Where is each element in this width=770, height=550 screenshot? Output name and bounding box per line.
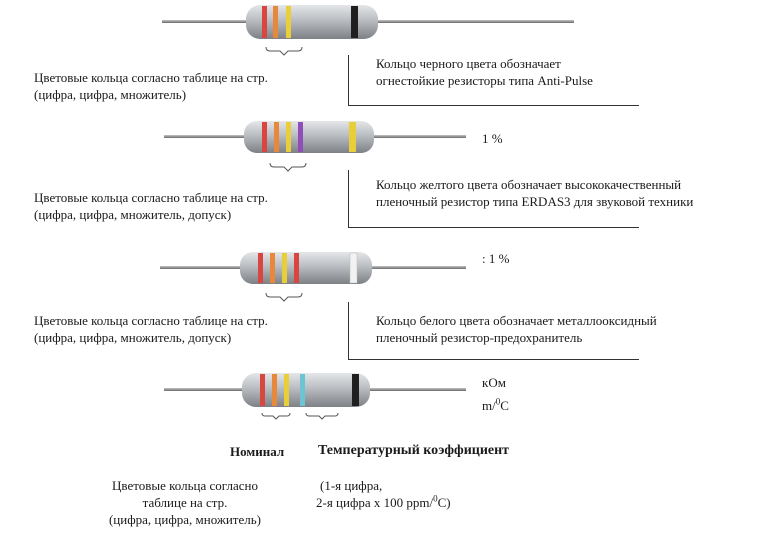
resistor-1 [162,5,574,56]
heading-temp-coefficient: Температурный коэффициент [318,443,510,458]
band-yellow [286,122,291,152]
section1-left-line1: Цветовые кольца согласно таблице на стр. [34,70,268,85]
resistor-2 [164,121,466,172]
band-orange [274,122,279,152]
bottom-left-line2: таблице на стр. [142,495,228,510]
section1-bracket [348,55,639,106]
band-yellow [286,6,291,38]
band-black [352,374,359,406]
bottom-right-line1: (1-я цифра, [320,478,383,493]
unit-kohm: кОм [482,375,506,390]
band-white [349,252,358,284]
band-orange [272,374,277,406]
unit-ppm: m/0C [482,396,509,413]
bottom-right-line2: 2-я цифра x 100 ppm/0C) [316,493,451,510]
band-red [260,374,265,406]
band-orange [270,253,275,283]
band-yellow [284,374,289,406]
section2-right-line1: Кольцо желтого цвета обозначает высокока… [376,177,682,192]
section3-bracket [348,302,639,360]
band-yellow-quality [349,122,356,152]
bottom-left-line1: Цветовые кольца согласно [112,478,258,493]
bottom-left-line3: (цифра, цифра, множитель) [108,512,262,527]
band-red [258,253,263,283]
section3-left-line1: Цветовые кольца согласно таблице на стр. [34,313,268,328]
section3-right-line2: пленочный резистор-предохранитель [376,330,583,345]
section1-right-line2: огнестойкие резисторы типа Anti-Pulse [376,73,593,88]
band-yellow [282,253,287,283]
section1-right-line1: Кольцо черного цвета обозначает [376,56,561,71]
resistor-3 [160,252,466,302]
band-violet [298,122,303,152]
section2-left-line2: (цифра, цифра, множитель, допуск) [34,207,232,222]
section2-tolerance: 1 % [482,131,503,146]
section3-right-line1: Кольцо белого цвета обозначает металлоок… [376,313,657,328]
section2-right-line2: пленочный резистор типа ERDAS3 для звуко… [376,194,694,209]
section3-left-line2: (цифра, цифра, множитель, допуск) [34,330,232,345]
band-red [262,6,267,38]
band-red-tolerance [294,253,299,283]
band-red [262,122,267,152]
section3-tolerance: : 1 % [482,251,510,266]
resistor-4 [164,373,466,420]
band-black [351,6,358,38]
band-orange [273,6,278,38]
section1-left-line2: (цифра, цифра, множитель) [34,87,187,102]
section2-bracket [348,170,639,228]
heading-nominal: Номинал [230,444,285,459]
section2-left-line1: Цветовые кольца согласно таблице на стр. [34,190,268,205]
band-cyan [300,374,305,406]
